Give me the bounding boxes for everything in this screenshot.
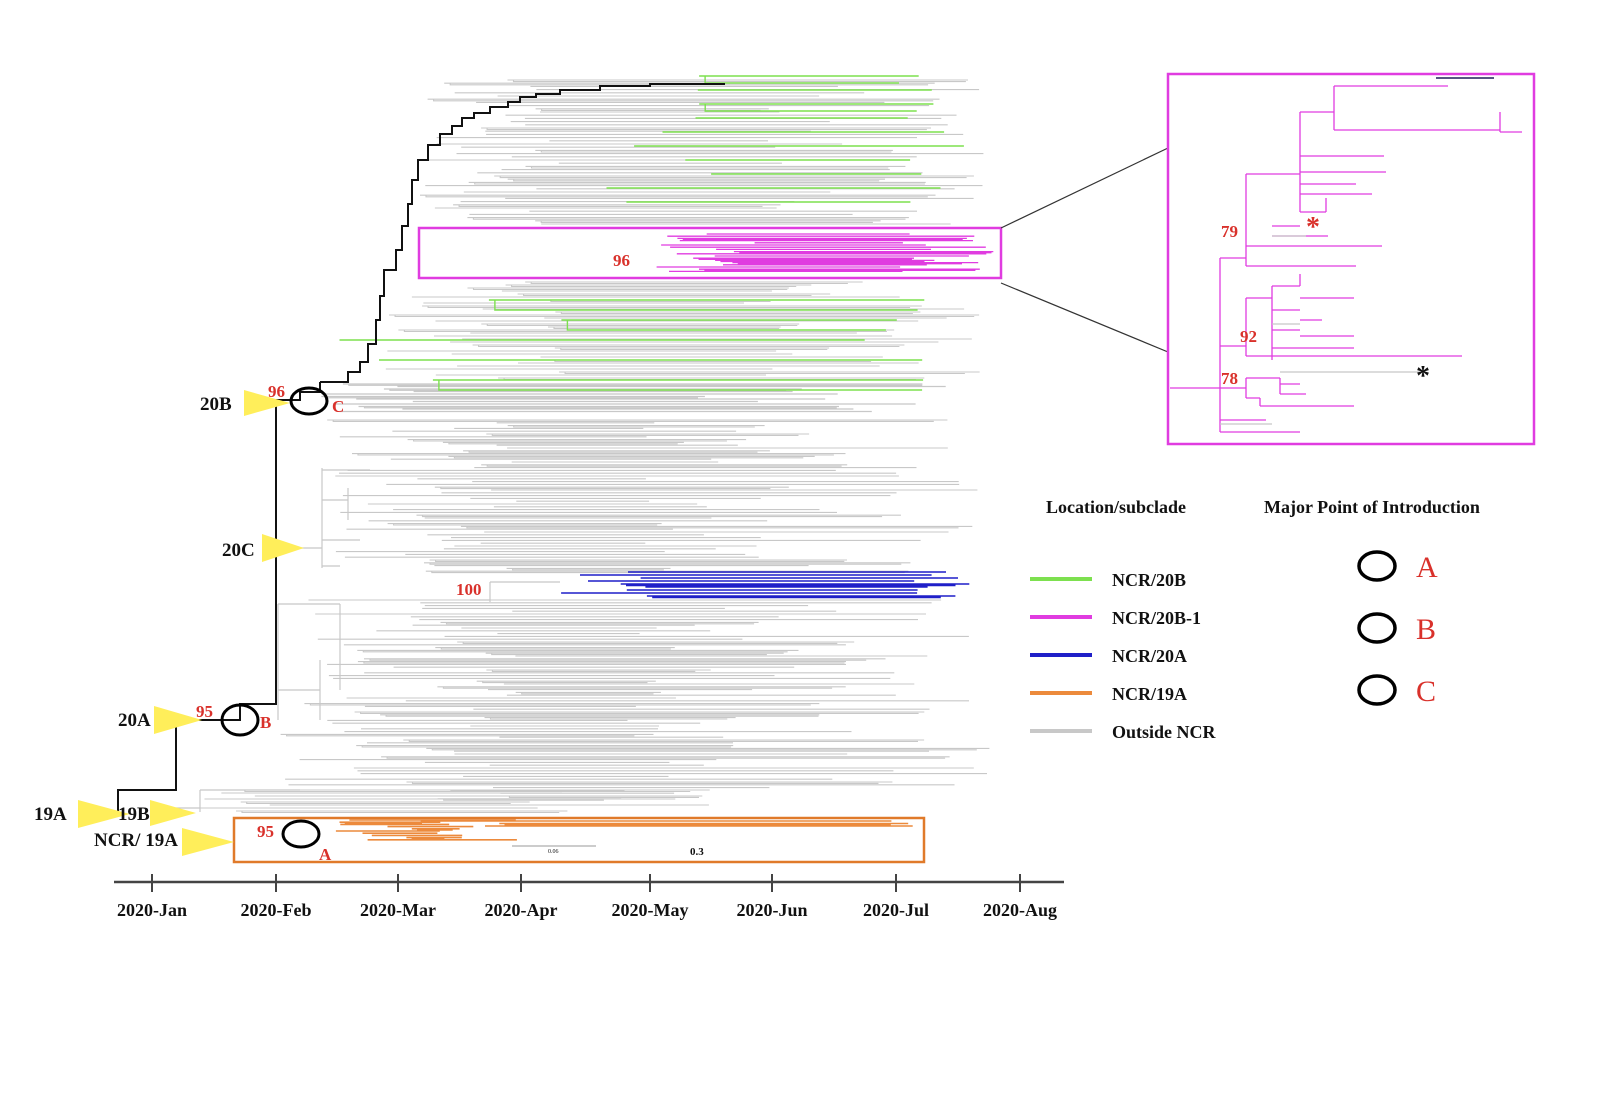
legend-title: Location/subclade — [1046, 497, 1186, 517]
leaves-ncr20b1-lines — [656, 233, 994, 273]
legend-label: NCR/20B-1 — [1112, 608, 1201, 628]
introduction-legend-label: C — [1416, 675, 1436, 708]
support-20b1: 96 — [613, 251, 630, 270]
clade-markers — [78, 390, 304, 856]
intro-label-c: C — [332, 397, 344, 416]
legend-label: NCR/20B — [1112, 570, 1186, 590]
leaves-ncr20b-lower-lines — [339, 299, 925, 391]
time-axis: 2020-Jan 2020-Feb 2020-Mar 2020-Apr 2020-May… — [114, 874, 1064, 920]
leaves-20b-base-lines — [321, 383, 946, 413]
introduction-circles — [220, 386, 329, 849]
leaves-ncr20a-lines — [561, 571, 970, 599]
intro-circle-a — [281, 819, 321, 849]
leaves-19b-lines — [186, 789, 710, 814]
inset-outside-branches — [1220, 235, 1420, 425]
black-asterisk: * — [1416, 361, 1430, 392]
ncr20a-stem — [470, 581, 560, 602]
axis-tick-label: 2020-Jun — [736, 900, 807, 920]
inset-support-92: 92 — [1240, 327, 1257, 346]
leaves-ncr20a — [561, 571, 970, 599]
leaves-ncr20b-upper-lines — [606, 75, 964, 203]
inset-box — [1166, 72, 1536, 446]
marker-19a — [78, 800, 130, 828]
axis-tick-label: 2020-Aug — [983, 900, 1057, 920]
clade-label-19a: 19A — [34, 804, 67, 825]
leaves-20b-upper — [420, 79, 984, 225]
legend-label: NCR/19A — [1112, 684, 1187, 704]
leaves-ncr19a-long-lines — [420, 820, 913, 827]
clade-label-19b: 19B — [118, 804, 150, 825]
zoom-connector-top — [1000, 147, 1169, 229]
marker-19b — [150, 800, 196, 826]
axis-tick-label: 2020-Jan — [117, 900, 187, 920]
axis-tick-label: 2020-Jul — [863, 900, 929, 920]
leaves-20a-lines — [280, 599, 990, 801]
intro-label-b: B — [260, 713, 271, 732]
leaves-20b-lower-lines — [385, 281, 980, 381]
leaves-ncr19a-lines — [335, 819, 517, 841]
zoom-connector-bottom — [1000, 282, 1169, 353]
introduction-legend-circle — [1357, 550, 1397, 582]
leaves-ncr20b-lower — [339, 299, 925, 391]
clade-label-20c: 20C — [222, 540, 255, 561]
leaves-19b — [186, 789, 710, 814]
leaves-20c — [327, 419, 978, 574]
support-ncr20a: 100 — [456, 580, 482, 599]
legend-label: Outside NCR — [1112, 722, 1217, 742]
support-20b: 96 — [268, 382, 285, 401]
clade-label-20a: 20A — [118, 710, 151, 731]
intro-label-a: A — [319, 845, 332, 864]
backbone-20b-staircase — [320, 83, 725, 383]
marker-ncr19a — [182, 828, 234, 856]
red-asterisk: * — [1306, 212, 1320, 243]
clade-label-20b: 20B — [200, 394, 232, 415]
inset-support-79: 79 — [1221, 222, 1238, 241]
introduction-legend-circle — [1357, 612, 1397, 644]
scale-label-small: 0.06 — [548, 849, 559, 855]
inset-support-78: 78 — [1221, 369, 1238, 388]
introduction-legend: Major Point of Introduction ABC — [1264, 497, 1480, 708]
legend-label: NCR/20A — [1112, 646, 1187, 666]
tree-leaves — [186, 75, 994, 841]
leaves-ncr20b1 — [656, 233, 994, 273]
axis-tick-label: 2020-May — [612, 900, 689, 920]
introduction-legend-circle — [1357, 674, 1397, 706]
clade-label-ncr19a: NCR/ 19A — [94, 830, 178, 851]
introduction-legend-label: B — [1416, 613, 1436, 646]
clade-20a-stem — [277, 603, 341, 720]
axis-tick-label: 2020-Mar — [360, 900, 436, 920]
backbone-root — [117, 720, 177, 812]
axis-tick-label: 2020-Apr — [485, 900, 558, 920]
support-19a: 95 — [257, 822, 274, 841]
support-20a: 95 — [196, 702, 213, 721]
leaves-ncr19a-long — [420, 820, 913, 827]
leaves-20a — [280, 599, 990, 801]
leaves-20b-base — [321, 383, 946, 413]
ncr-19a-box — [232, 816, 926, 864]
axis-tick-label: 2020-Feb — [241, 900, 312, 920]
leaves-ncr20b-upper — [606, 75, 964, 203]
introduction-legend-title: Major Point of Introduction — [1264, 497, 1480, 517]
scale-label-large: 0.3 — [690, 846, 704, 858]
marker-20c — [262, 534, 304, 562]
intro-circle-b — [220, 703, 260, 737]
leaves-20b-upper-lines — [420, 79, 984, 225]
ncr-20b1-box — [417, 226, 1003, 280]
marker-20b — [244, 390, 290, 416]
location-legend: Location/subclade NCR/20B NCR/20B-1NCR/20… — [1030, 497, 1217, 742]
intro-circle-c — [289, 386, 329, 416]
introduction-legend-label: A — [1416, 551, 1438, 584]
tree-internal-branches — [176, 468, 560, 812]
leaves-20c-lines — [327, 419, 978, 574]
clade-20c-stem — [278, 468, 370, 568]
leaves-ncr19a — [335, 819, 517, 841]
leaves-20b-lower — [385, 281, 980, 381]
marker-20a — [154, 706, 202, 734]
inset-panel — [1166, 72, 1536, 446]
clade-19b-stem — [176, 789, 300, 812]
